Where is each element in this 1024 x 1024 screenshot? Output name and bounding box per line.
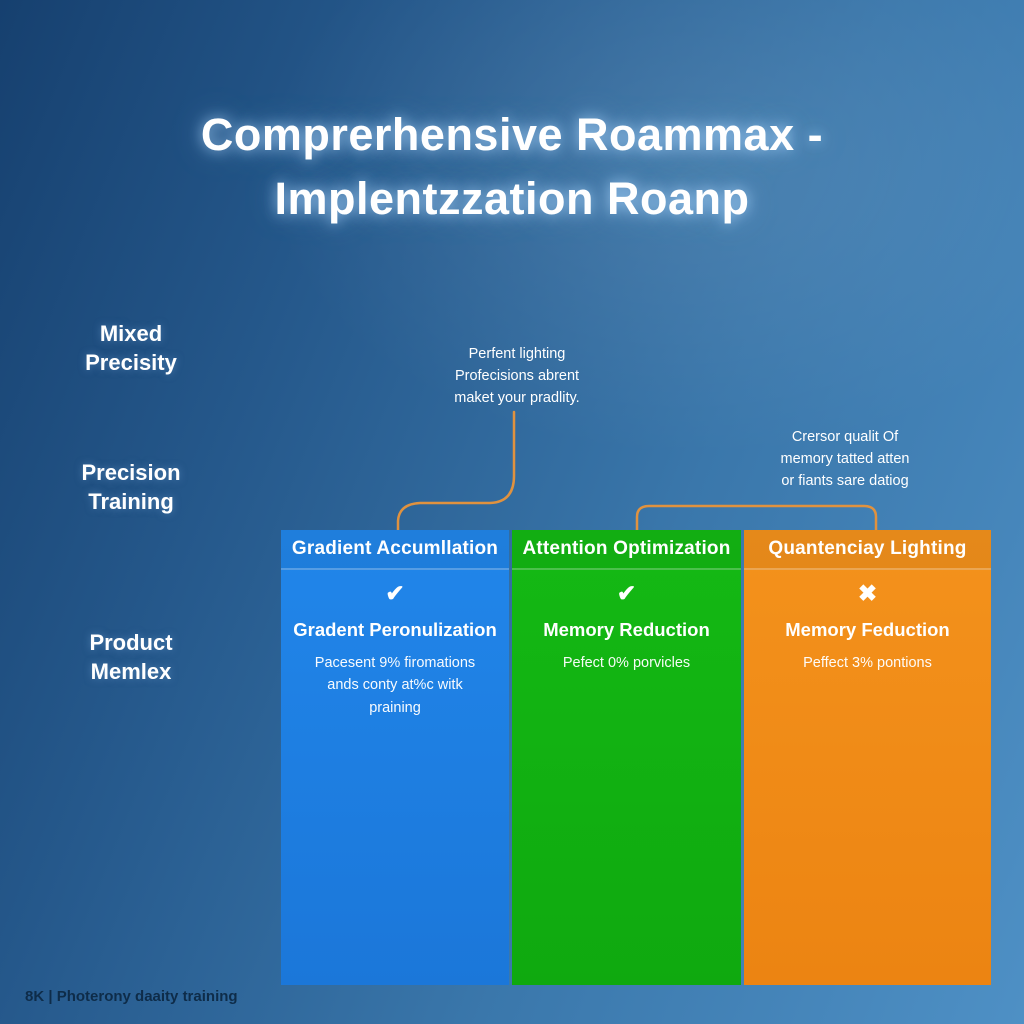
column-body: Pefect 0% porvicles — [512, 652, 741, 674]
column-body-line: Pefect 0% porvicles — [562, 655, 691, 671]
column-header: Attention Optimization — [512, 530, 741, 570]
page-title: Comprerhensive Roammax - Implentzzation … — [0, 103, 1024, 231]
column-subtitle: Gradent Peronulization — [293, 619, 497, 640]
side-label-line: Precision — [81, 460, 181, 485]
column-subtitle: Memory Reduction — [543, 619, 710, 640]
annotation-line: or fiants sare datiog — [781, 472, 909, 489]
column-body: Pacesent 9% firomations ands conty at%c … — [281, 652, 509, 719]
side-label-line: Product — [89, 630, 173, 655]
annotation-left: Perfent lighting Profecisions abrent mak… — [407, 344, 627, 409]
page-title-line2: Implentzzation Roanp — [274, 172, 750, 224]
annotation-line: Crersor qualit Of — [791, 429, 899, 445]
annotation-line: Profecisions abrent — [454, 367, 580, 384]
connector-right-bracket — [635, 504, 878, 534]
footer-caption: 8K | Photerony daaity training — [25, 988, 238, 1005]
column-body-line: Peffect 3% pontions — [803, 655, 932, 671]
column-header: Quantenciay Lighting — [744, 530, 991, 570]
column-header: Gradient Accumllation — [281, 530, 509, 570]
column-quantenciay-lighting: Quantenciay Lighting ✖ Memory Feduction … — [744, 530, 991, 985]
connector-left-line — [396, 410, 516, 534]
annotation-line: maket your pradlity. — [454, 389, 580, 406]
side-label-line: Precisity — [85, 349, 177, 375]
side-label-product-memlex: Product Memlex — [31, 629, 231, 686]
side-label-mixed-precisity: Mixed Precisity — [31, 320, 231, 377]
column-gradient-accumulation: Gradient Accumllation ✔ Gradent Peronuli… — [281, 530, 509, 985]
roadmap-columns: Gradient Accumllation ✔ Gradent Peronuli… — [281, 530, 991, 985]
side-label-line: Mixed — [99, 321, 163, 346]
annotation-line: Perfent lighting — [468, 346, 566, 362]
side-label-line: Memlex — [90, 658, 172, 684]
column-body-line: ands conty at%c witk — [327, 677, 463, 694]
page-title-line1: Comprerhensive Roammax - — [200, 109, 824, 160]
column-subtitle: Memory Feduction — [785, 619, 950, 640]
side-label-line: Training — [88, 488, 174, 514]
column-body-line: praining — [369, 699, 421, 716]
check-icon: ✔ — [616, 580, 637, 606]
column-body-line: Pacesent 9% firomations — [314, 655, 476, 671]
check-icon: ✔ — [385, 580, 405, 606]
side-label-precision-training: Precision Training — [31, 459, 231, 516]
column-body: Peffect 3% pontions — [744, 652, 991, 674]
cross-icon: ✖ — [857, 580, 878, 606]
annotation-right: Crersor qualit Of memory tatted atten or… — [730, 427, 960, 492]
column-attention-optimization: Attention Optimization ✔ Memory Reductio… — [512, 530, 741, 985]
annotation-line: memory tatted atten — [780, 450, 910, 467]
